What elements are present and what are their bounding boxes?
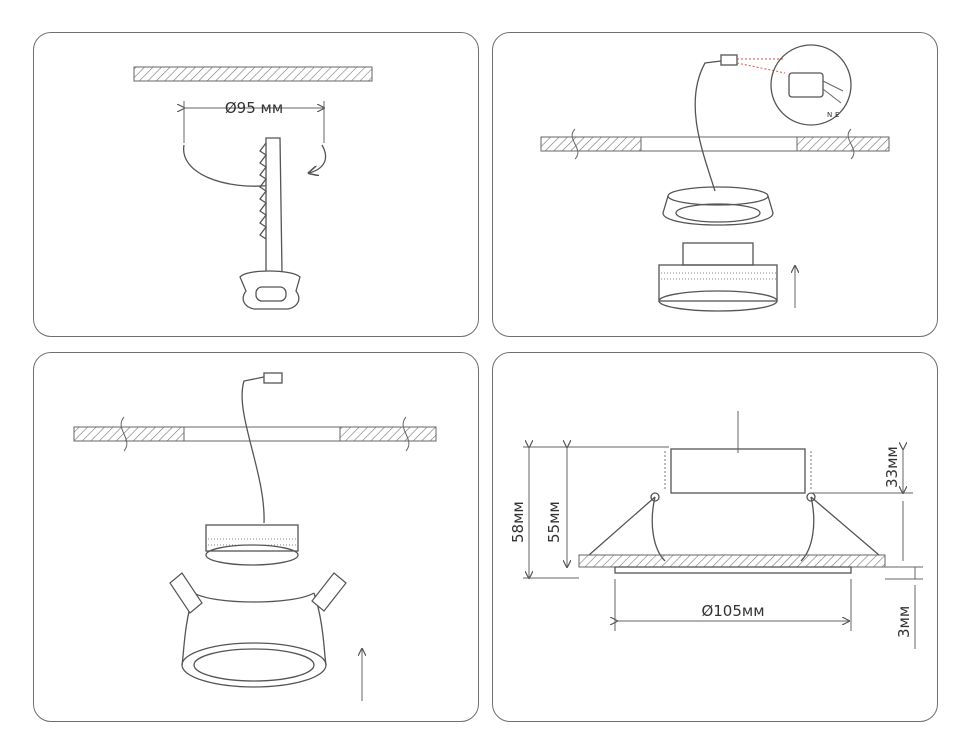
ceiling-left <box>540 136 642 152</box>
terminal-block <box>263 372 283 384</box>
wiring-illustration: N E <box>540 44 890 312</box>
spring-clip-left <box>169 572 203 614</box>
led-module <box>682 242 754 266</box>
spring-clip-right <box>311 572 347 612</box>
trim-depth-label: 3мм <box>895 606 913 638</box>
diameter-label: Ø95 мм <box>225 99 283 117</box>
height-body-label: 55мм <box>545 501 563 543</box>
ceiling-slab <box>133 66 373 82</box>
height-total-label: 58мм <box>509 501 527 543</box>
dimensions-panel: 58мм 55мм 33мм 3мм Ø105мм <box>492 352 938 722</box>
trim-flange <box>614 566 852 574</box>
power-cable <box>694 60 722 192</box>
ceiling-right <box>796 136 890 152</box>
cutout-illustration: Ø95 мм <box>133 66 373 310</box>
dimensions-illustration: 58мм 55мм 33мм 3мм Ø105мм <box>509 411 923 649</box>
terminal-zoom-circle <box>770 44 852 126</box>
power-cable <box>241 376 265 524</box>
hole-outline <box>183 144 275 187</box>
terminal-block <box>720 54 738 66</box>
saw-blade <box>265 137 283 274</box>
diameter-label: Ø105мм <box>701 602 764 620</box>
height-top-label: 33мм <box>883 446 901 488</box>
step-insert-panel <box>33 352 479 722</box>
trim-ring <box>181 642 327 688</box>
terminal-mark-n: N <box>827 111 832 119</box>
insert-illustration <box>73 372 437 701</box>
housing-top <box>667 186 769 206</box>
step-cutout-panel: Ø95 мм <box>33 32 479 337</box>
led-module <box>205 524 299 552</box>
fixture-body <box>670 448 806 494</box>
saw-handle <box>239 270 301 310</box>
ceiling-section <box>578 554 886 568</box>
ceiling-left <box>73 426 185 442</box>
step-wiring-panel: N E <box>492 32 938 337</box>
terminal-mark-e: E <box>835 111 839 119</box>
ceiling-right <box>339 426 437 442</box>
